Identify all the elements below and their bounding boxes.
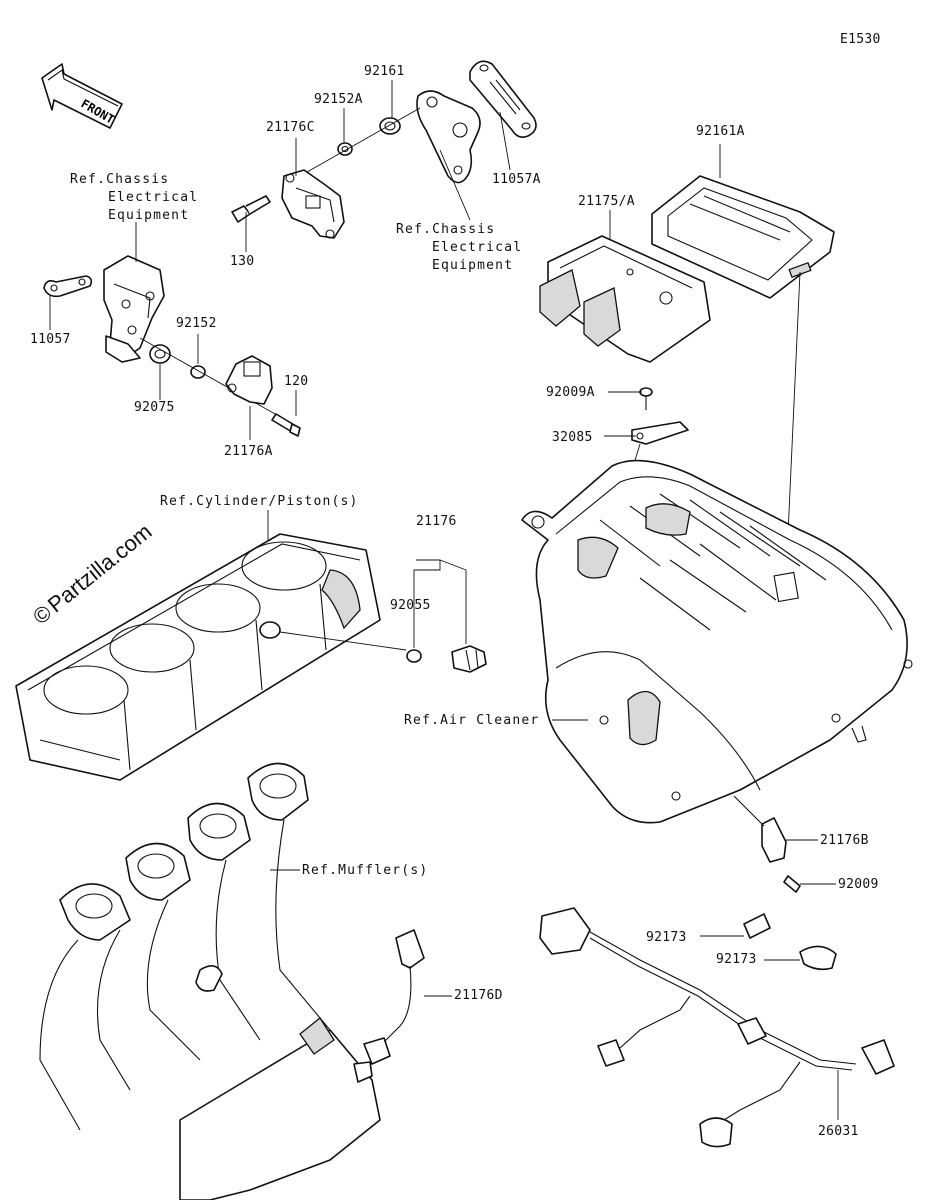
label-ref-chassis-center-1: Ref.Chassis	[396, 222, 496, 237]
ecu-cover-92161a	[651, 175, 835, 299]
grommet-92075	[149, 344, 171, 364]
diagram-code: E1530	[840, 32, 881, 47]
cylinder-block	[15, 533, 381, 781]
label-ref-muffler: Ref.Muffler(s)	[302, 863, 429, 878]
label-21176c: 21176C	[266, 120, 315, 135]
sensor-21176a	[225, 355, 273, 405]
clip-92173-b	[799, 945, 837, 971]
grommet-92161	[379, 117, 401, 135]
label-ref-chassis-left-3: Equipment	[108, 208, 190, 223]
label-21176a: 21176A	[224, 444, 273, 459]
bolt-130	[231, 195, 271, 223]
wire-harness-26031	[539, 907, 895, 1148]
bolt-120	[271, 413, 301, 437]
label-92152a: 92152A	[314, 92, 363, 107]
label-92161: 92161	[364, 64, 405, 79]
sensor-21176	[451, 645, 487, 673]
label-21176d: 21176D	[454, 988, 503, 1003]
label-21176: 21176	[416, 514, 457, 529]
clip-92173-a	[743, 913, 771, 939]
label-ref-chassis-center-3: Equipment	[432, 258, 514, 273]
screw-92009a	[639, 387, 653, 410]
label-92055: 92055	[390, 598, 431, 613]
label-92173-a: 92173	[646, 930, 687, 945]
bracket-11057a	[469, 60, 537, 138]
sensor-bracket	[103, 255, 165, 363]
label-21175a: 21175/A	[578, 194, 635, 209]
label-92009: 92009	[838, 877, 879, 892]
exhaust-headers	[39, 762, 381, 1200]
label-ref-chassis-left-2: Electrical	[108, 190, 199, 205]
label-32085: 32085	[552, 430, 593, 445]
label-92173-b: 92173	[716, 952, 757, 967]
label-11057a: 11057A	[492, 172, 541, 187]
leader-lines	[49, 80, 839, 1120]
bracket-32085	[631, 421, 689, 445]
label-120: 120	[284, 374, 309, 389]
label-ref-cylinder: Ref.Cylinder/Piston(s)	[160, 494, 359, 509]
sensor-21176c	[281, 169, 345, 239]
label-21176b: 21176B	[820, 833, 869, 848]
mounting-plate	[416, 90, 481, 184]
label-130: 130	[230, 254, 255, 269]
sensor-21176b	[733, 795, 787, 863]
gasket-92055	[406, 649, 422, 663]
label-92009a: 92009A	[546, 385, 595, 400]
ecu-21175a	[539, 235, 711, 363]
label-ref-chassis-center-2: Electrical	[432, 240, 523, 255]
air-cleaner	[521, 459, 913, 824]
bracket-11057	[43, 275, 93, 298]
label-11057: 11057	[30, 332, 71, 347]
label-92075: 92075	[134, 400, 175, 415]
label-92161a: 92161A	[696, 124, 745, 139]
label-26031: 26031	[818, 1124, 859, 1139]
label-ref-chassis-left-1: Ref.Chassis	[70, 172, 170, 187]
oxygen-sensor-21176d	[353, 929, 425, 1083]
screw-92009	[783, 875, 801, 893]
label-92152: 92152	[176, 316, 217, 331]
label-ref-air-cleaner: Ref.Air Cleaner	[404, 713, 540, 728]
front-arrow-icon	[41, 63, 123, 129]
